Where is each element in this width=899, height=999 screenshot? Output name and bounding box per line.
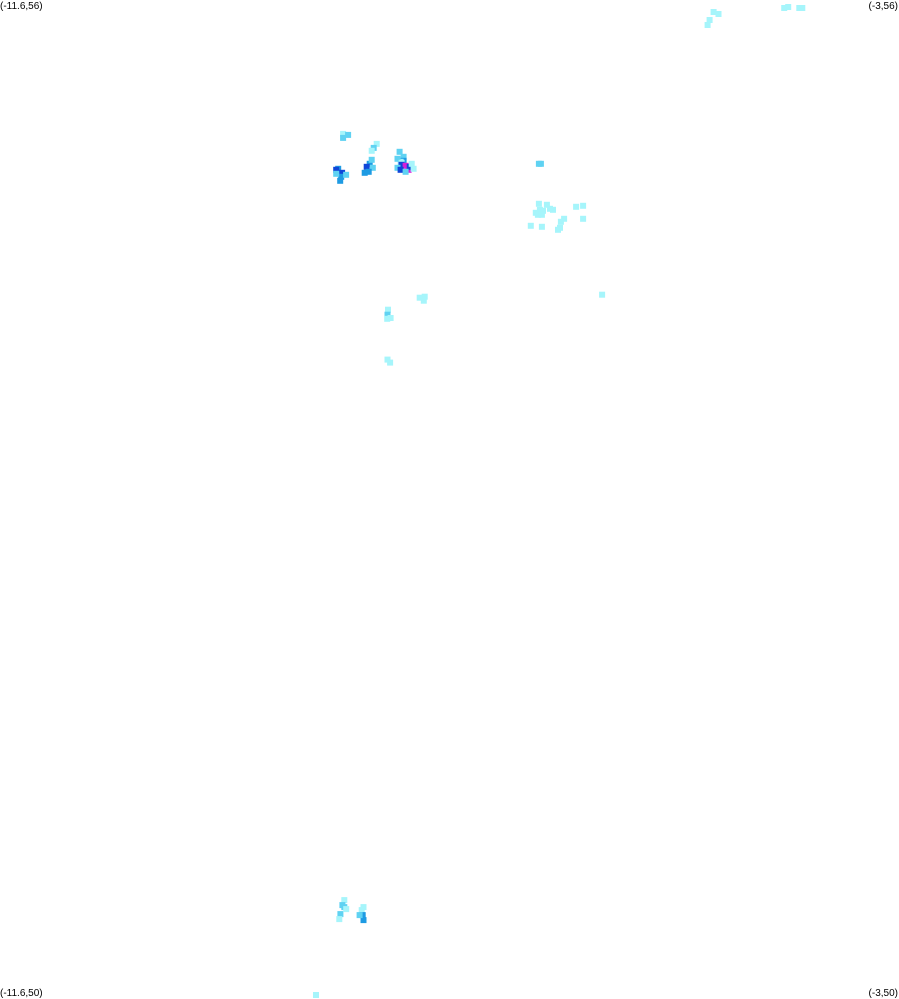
density-cell [339,169,346,176]
density-cell [313,992,319,998]
density-cell [536,206,543,213]
density-cell [561,215,568,222]
density-cell [535,200,542,207]
density-cell [535,160,542,167]
density-cell [557,218,564,225]
density-cell [420,297,427,304]
density-cell [543,201,550,208]
density-cell [402,162,409,169]
density-cell [710,9,717,15]
density-cell [333,166,340,173]
density-cell [799,5,806,11]
density-cell [706,17,713,23]
density-cell [538,211,545,218]
density-cell [369,164,376,171]
density-cell [337,911,344,918]
density-cell [408,160,415,167]
corner-label-bottom-left: (-11.6,50) [0,988,43,999]
corner-label-bottom-right: (-3,50) [868,988,898,999]
density-cell [400,153,407,160]
density-cell [359,912,366,919]
density-cell [345,131,352,138]
density-cell [599,291,606,298]
density-cell [340,134,347,141]
density-cell [527,222,534,229]
density-cell [356,912,363,919]
density-cell [550,206,556,213]
density-cell [387,315,394,321]
density-cells [313,4,806,998]
density-cell [397,166,404,173]
density-cell [384,311,391,318]
density-cell [402,168,409,175]
density-cell [715,11,722,17]
density-cell [396,148,403,155]
corner-label-top-left: (-11.6,56) [0,1,43,12]
density-cell [363,163,370,170]
density-cell [394,155,401,162]
density-cell [336,916,343,923]
density-cell [580,215,587,222]
density-cell [410,165,417,172]
density-cell [368,156,375,163]
density-cell [534,211,541,218]
density-cell [333,170,340,177]
density-cell [338,173,345,180]
density-cell [337,177,344,184]
density-cell [538,223,545,230]
density-cell [394,164,401,171]
density-cell [368,147,375,154]
density-cell [360,917,367,924]
density-cell [398,161,405,168]
density-cell [785,4,792,10]
density-cell [555,226,561,233]
density-cell [373,140,380,147]
density-cell [384,315,391,322]
density-cell [573,203,580,210]
density-cell [416,294,423,301]
density-cell [781,5,788,11]
corner-label-top-right: (-3,56) [868,1,898,12]
density-cell [340,130,347,137]
density-cell [540,207,546,214]
density-cell [343,906,350,913]
density-cell [385,306,391,313]
density-cell [421,293,428,300]
density-cell [365,168,372,175]
density-cell [341,897,348,904]
density-cell [580,202,587,209]
density-cell [704,22,711,28]
density-cell [343,171,350,178]
density-cell [387,359,394,366]
density-cell [358,907,365,914]
density-cell [361,169,368,176]
